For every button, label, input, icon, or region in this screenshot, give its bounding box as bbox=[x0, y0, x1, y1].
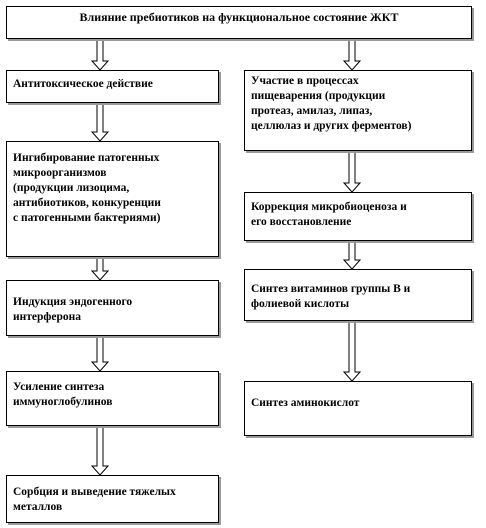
diagram-title: Влияние пребиотиков на функциональное со… bbox=[6, 6, 472, 39]
box-line: иммуноглобулинов bbox=[13, 396, 113, 408]
box-line: фолиевой кислоты bbox=[251, 298, 350, 310]
box-immunoglobulin-synthesis: Усиление синтеза иммуноглобулинов bbox=[6, 371, 219, 426]
box-antitoxic-action: Антитоксическое действие bbox=[6, 70, 219, 103]
box-line: протеаз, амилаз, липаз, bbox=[251, 105, 373, 117]
box-line: Синтез аминокислот bbox=[251, 397, 360, 409]
box-line: Участие в процессах bbox=[251, 75, 359, 87]
box-line: пищеварения (продукции bbox=[251, 90, 386, 102]
box-line: металлов bbox=[13, 501, 63, 513]
arrow-microbiocenosis-to-vitamins bbox=[342, 241, 362, 270]
box-line: Синтез витаминов группы В и bbox=[251, 283, 411, 295]
box-heavy-metal-sorption: Сорбция и выведение тяжелых металлов bbox=[6, 475, 219, 523]
arrow-title-to-antitoxic bbox=[90, 39, 110, 71]
arrow-inhibition-to-interferon bbox=[90, 257, 110, 281]
box-line: Индукция эндогенного bbox=[13, 296, 133, 308]
box-amino-acid-synthesis: Синтез аминокислот bbox=[244, 381, 472, 436]
box-line: Сорбция и выведение тяжелых bbox=[13, 486, 176, 498]
box-pathogen-inhibition: Ингибирование патогенных микроорганизмов… bbox=[6, 141, 219, 257]
arrow-antitoxic-to-inhibition bbox=[90, 103, 110, 142]
box-line: с патогенными бактериями) bbox=[13, 212, 161, 224]
arrow-vitamins-to-aminoacids bbox=[342, 321, 362, 382]
box-line: Усиление синтеза bbox=[13, 381, 105, 393]
box-line: Коррекция микробиоценоза и bbox=[251, 201, 407, 213]
arrow-immunoglobulin-to-sorption bbox=[90, 426, 110, 476]
diagram-title-text: Влияние пребиотиков на функциональное со… bbox=[79, 10, 399, 24]
box-line: целлюлаз и других ферментов) bbox=[251, 120, 412, 132]
box-line: Ингибирование патогенных bbox=[13, 152, 160, 164]
box-digestion-participation: Участие в процессах пищеварения (продукц… bbox=[244, 70, 472, 151]
box-line: (продукции лизоцима, bbox=[13, 182, 130, 194]
box-microbiocenosis-correction: Коррекция микробиоценоза и его восстанов… bbox=[244, 192, 472, 241]
box-line: микроорганизмов bbox=[13, 167, 107, 179]
box-line: интерферона bbox=[13, 311, 81, 323]
box-line: его восстановление bbox=[251, 216, 352, 228]
box-vitamin-synthesis: Синтез витаминов группы В и фолиевой кис… bbox=[244, 269, 472, 321]
box-line: антибиотиков, конкуренции bbox=[13, 197, 161, 209]
arrow-interferon-to-immunoglobulin bbox=[90, 336, 110, 372]
arrow-title-to-digestion bbox=[342, 39, 362, 71]
arrow-digestion-to-microbiocenosis bbox=[342, 151, 362, 193]
box-line: Антитоксическое действие bbox=[13, 78, 153, 90]
box-interferon-induction: Индукция эндогенного интерферона bbox=[6, 280, 219, 336]
